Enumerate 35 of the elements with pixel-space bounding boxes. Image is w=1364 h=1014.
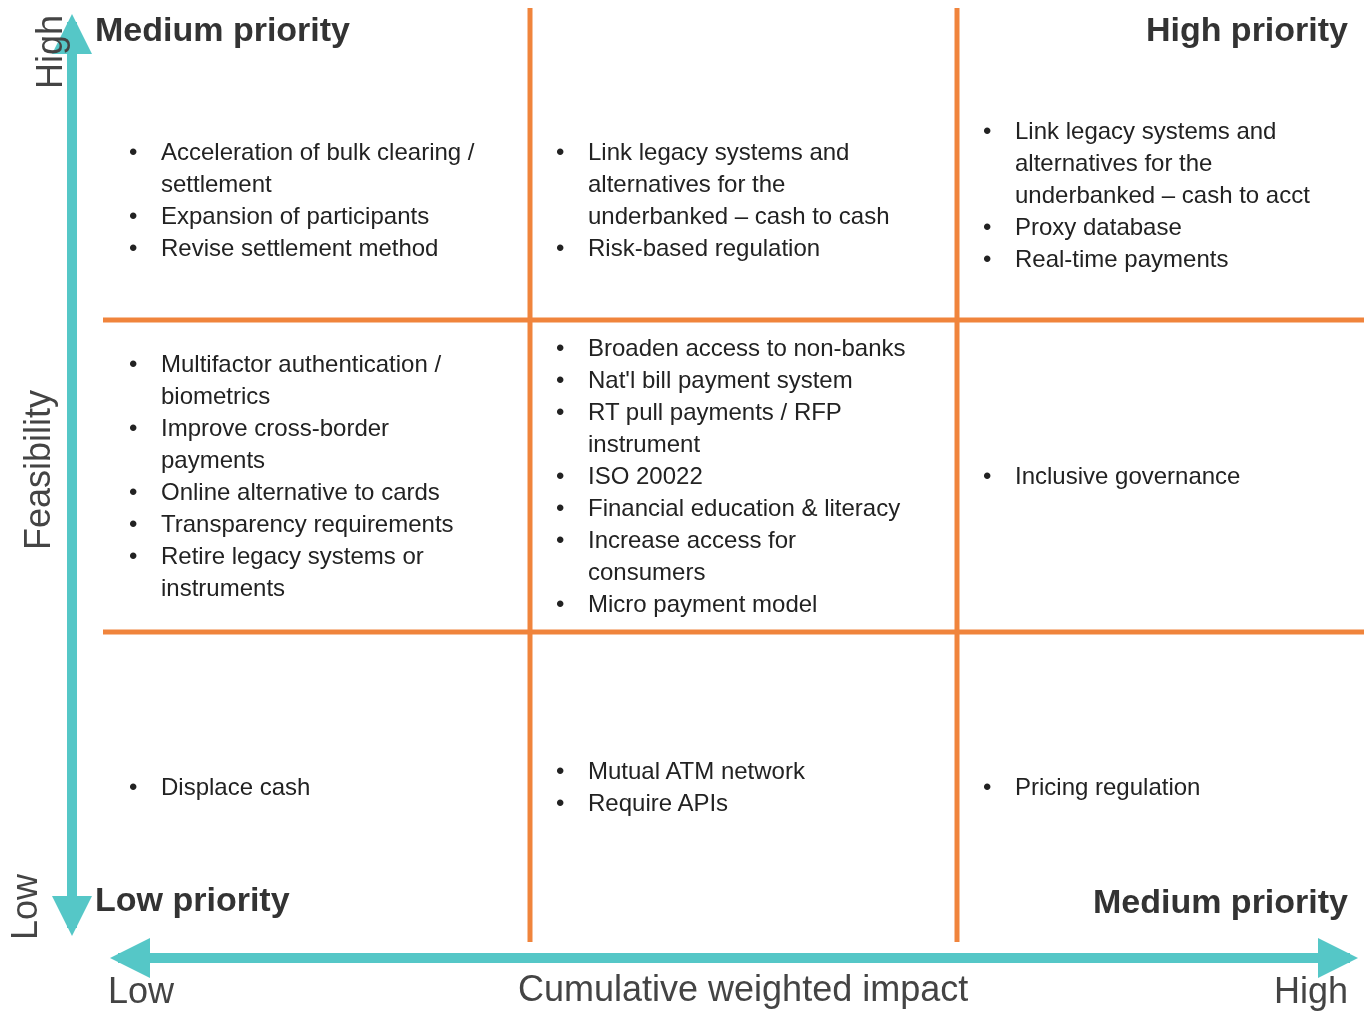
bullet-item: • Retire legacy systems or instruments (129, 541, 425, 603)
bullet-item: • Proxy database (983, 212, 1183, 242)
quadrant-heading: Medium priority (95, 10, 351, 49)
bullet-item: • Expansion of participants (129, 201, 431, 231)
axis-end-label: High (1273, 970, 1348, 1012)
bullet-item: • Displace cash (129, 772, 312, 802)
bullet-item: • RT pull payments / RFP instrument (556, 397, 843, 459)
axis-title: Feasibility (17, 389, 59, 551)
bullet-item: • Transparency requirements (129, 509, 455, 539)
bullet-item: • Micro payment model (556, 589, 819, 619)
bullet-item: • Online alternative to cards (129, 477, 441, 507)
bullet-item: • Link legacy systems and alternatives for the underbanked – cash to cash (556, 137, 891, 231)
quadrant-heading: Medium priority (1092, 882, 1348, 921)
bullet-item: • Pricing regulation (983, 772, 1202, 802)
bullet-item: • Increase access for consumers (556, 525, 798, 587)
bullet-item: • Revise settlement method (129, 233, 440, 263)
axis-end-label: Low (108, 970, 175, 1012)
bullet-item: • Mutual ATM network (556, 756, 806, 786)
bullet-item: • Link legacy systems and alternatives for the underbanked – cash to acct (983, 116, 1311, 210)
bullet-item: • ISO 20022 (556, 461, 704, 491)
bullet-item: • Improve cross-border payments (129, 413, 391, 475)
axis-end-label: High (29, 15, 71, 89)
bullet-item: • Broaden access to non-banks (556, 333, 907, 363)
bullet-item: • Multifactor authentication / biometrics (129, 349, 443, 411)
bullet-item: • Acceleration of bulk clearing / settlement (129, 137, 476, 199)
bullet-item: • Risk-based regulation (556, 233, 822, 263)
bullet-item: • Require APIs (556, 788, 730, 818)
bullet-item: • Financial education & literacy (556, 493, 902, 523)
axis-title: Cumulative weighted impact (518, 968, 969, 1010)
quadrant-heading: High priority (1145, 10, 1348, 49)
axis-end-label: Low (4, 874, 46, 940)
bullet-item: • Real-time payments (983, 244, 1230, 274)
bullet-item: • Inclusive governance (983, 461, 1242, 491)
quadrant-heading: Low priority (95, 880, 290, 919)
bullet-item: • Nat'l bill payment system (556, 365, 854, 395)
